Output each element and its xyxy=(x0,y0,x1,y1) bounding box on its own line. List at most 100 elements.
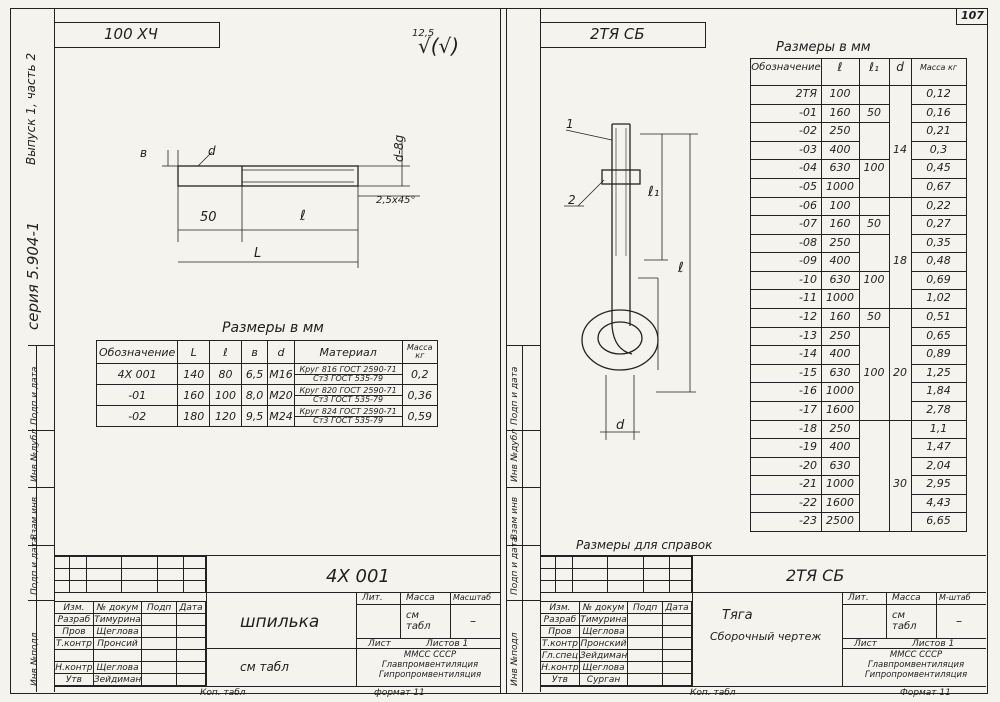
r-stamp-label-1: Подп и дата xyxy=(510,366,520,425)
table-cell-mass: 0,48 xyxy=(926,254,951,268)
table-cell-l: 160 xyxy=(829,217,851,231)
merged-cell-l1: 100 xyxy=(863,272,885,286)
table-row-line xyxy=(751,233,859,235)
l1-group-line xyxy=(859,196,889,198)
table-row-line xyxy=(911,512,966,514)
table-row-line xyxy=(911,140,966,142)
table-cell-code: -22 xyxy=(799,495,817,509)
table-row-line xyxy=(911,363,966,365)
table-header-1: ℓ xyxy=(837,60,843,74)
merged-cell-l1: 100 xyxy=(863,365,885,379)
table-cell-l: 250 xyxy=(829,421,851,435)
table-row xyxy=(54,649,206,662)
d-group-line xyxy=(889,308,911,309)
table-cell-l: 1000 xyxy=(826,179,854,193)
table-cell-mass: 0,16 xyxy=(926,105,951,119)
r-stamp-label-2: Инв №дубл xyxy=(510,429,520,482)
table-cell-l: 400 xyxy=(829,254,851,268)
table-cell-mass: 0,65 xyxy=(926,328,951,342)
table-header-3: d xyxy=(896,60,904,74)
table-row: -02 180 120 9,5 М24 Круг 824 ГОСТ 2590-7… xyxy=(95,405,439,427)
table-row-line xyxy=(911,308,966,309)
stamp-div-1 xyxy=(28,345,54,347)
table-row: -01 160 100 8,0 М20 Круг 820 ГОСТ 2590-7… xyxy=(95,384,439,406)
table-cell-mass: 0,89 xyxy=(926,347,951,361)
leader-item-1: 1 xyxy=(566,117,574,131)
table-cell-l: 100 xyxy=(829,87,851,100)
table-cell-code: -09 xyxy=(799,254,817,268)
table-row-line xyxy=(911,252,966,254)
left-org: ММСС СССР Главпромвентиляция Гипропромве… xyxy=(378,650,482,680)
table-cell-mass: 0,35 xyxy=(926,235,951,249)
table-cell-code: -14 xyxy=(799,347,817,361)
left-scale-value: – xyxy=(470,614,476,628)
table-cell-code: -18 xyxy=(799,421,817,435)
merged-cell-d: 18 xyxy=(893,254,907,268)
table-cell-l: 250 xyxy=(829,124,851,138)
table-cell-l: 400 xyxy=(829,347,851,361)
table-cell-mass: 1,02 xyxy=(926,291,951,305)
left-mass-value: см табл xyxy=(406,610,431,632)
col-mass: Масса кг xyxy=(401,340,439,364)
left-footer-format: формат 11 xyxy=(374,688,425,698)
table-row-line xyxy=(751,252,859,254)
left-part-name: шпилька xyxy=(240,612,320,632)
table-header-4: Масса кг xyxy=(919,63,958,72)
table-cell-mass: 1,84 xyxy=(926,384,951,398)
table-row-line xyxy=(751,270,859,272)
table-cell-mass: 2,78 xyxy=(926,402,951,416)
table-cell-code: -05 xyxy=(799,179,817,193)
table-row-line xyxy=(751,326,859,328)
l1-group-line xyxy=(859,326,889,328)
table-cell-mass: 0,21 xyxy=(926,124,951,138)
right-scale-value: – xyxy=(956,614,962,628)
l1-group-line xyxy=(859,215,889,217)
table-cell-mass: 0,3 xyxy=(929,142,948,156)
table-cell-l: 160 xyxy=(829,105,851,119)
table-row-line xyxy=(911,196,966,198)
leader-item-2: 2 xyxy=(568,193,576,207)
table-row-line xyxy=(911,289,966,291)
table-cell-l: 630 xyxy=(829,161,851,175)
table-row-line xyxy=(911,270,966,272)
table-cell-mass: 4,43 xyxy=(926,495,951,509)
table-cell-l: 630 xyxy=(829,272,851,286)
dim-50: 50 xyxy=(200,210,217,225)
table-cell-code: -19 xyxy=(799,440,817,454)
stamp-label-5: Инв №подл xyxy=(30,632,40,686)
right-org: ММСС СССР Главпромвентиляция Гипропромве… xyxy=(864,650,968,680)
table-row-line xyxy=(751,140,859,142)
series-label: серия 5.904-1 xyxy=(24,221,42,330)
table-cell-mass: 2,04 xyxy=(926,458,951,472)
issue-label: Выпуск 1, часть 2 xyxy=(24,52,38,165)
stud-drawing xyxy=(162,140,420,268)
r-stamp-label-3: Взам инв xyxy=(510,496,520,540)
material-bottom: Ст3 ГОСТ 535-79 xyxy=(313,373,384,383)
material-bottom: Ст3 ГОСТ 535-79 xyxy=(313,394,384,404)
right-stamp-line xyxy=(522,345,524,692)
roughness-symbol: √(√) xyxy=(418,34,460,58)
l1-group-line xyxy=(859,159,889,161)
left-footer-copy: Коп. табл xyxy=(200,688,246,698)
table-col-line xyxy=(889,59,891,531)
table-row-line xyxy=(751,177,859,179)
table-row-line xyxy=(751,475,859,477)
table-row-line xyxy=(751,493,859,495)
table-row-line xyxy=(911,493,966,495)
d-group-line xyxy=(889,419,911,421)
table-row-line xyxy=(751,345,859,347)
stamp-label-1: Подп и дата xyxy=(30,366,40,425)
left-lit-label: Лит. xyxy=(362,593,383,603)
stamp-div-4 xyxy=(28,545,54,547)
dim-L: L xyxy=(254,246,262,261)
right-scale-label: М-штаб xyxy=(939,593,971,602)
table-cell-mass: 0,67 xyxy=(926,179,951,193)
sheet-divider xyxy=(500,8,502,694)
table-cell-l: 1000 xyxy=(826,291,854,305)
